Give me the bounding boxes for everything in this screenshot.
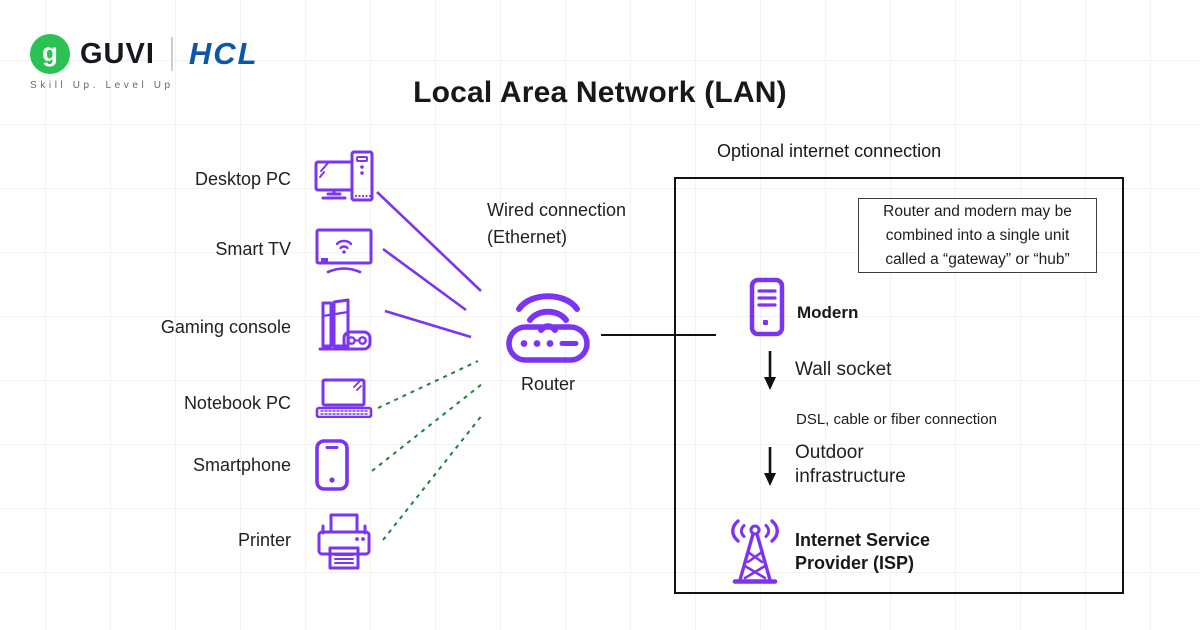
outdoor-infrastructure-label: Outdoor infrastructure [795, 441, 906, 489]
device-label-gaming-console: Gaming console [160, 317, 291, 337]
brand-tagline: Skill Up. Level Up [30, 80, 174, 91]
wall-socket-label: Wall socket [795, 359, 892, 380]
outdoor-line1: Outdoor [795, 442, 864, 463]
device-label-smart-tv: Smart TV [215, 239, 291, 259]
wired-connection-line1: Wired connection [487, 200, 627, 220]
device-label-desktop-pc: Desktop PC [194, 169, 291, 189]
internet-section-box [674, 177, 1124, 594]
wired-connection-line2: (Ethernet) [487, 227, 568, 247]
arrow-down-icon [764, 351, 776, 390]
gateway-note-line2: combined into a single unit [885, 226, 1070, 244]
smart-tv-icon [315, 228, 373, 274]
page-title: Local Area Network (LAN) [413, 76, 787, 109]
guvi-glyph: g [42, 37, 58, 67]
desktop-pc-icon [314, 150, 374, 202]
gaming-console-icon [318, 298, 372, 351]
wired-connection-label: Wired connection (Ethernet) [487, 197, 626, 251]
isp-line2: Provider (ISP) [795, 553, 915, 573]
printer-icon [317, 513, 371, 570]
isp-tower-icon [731, 519, 779, 584]
isp-line1: Internet Service [795, 530, 931, 550]
guvi-logo-icon: g [30, 34, 70, 74]
gateway-note-box: Router and modern may be combined into a… [858, 198, 1097, 273]
router-icon [506, 293, 590, 363]
brand-divider [170, 37, 173, 71]
outdoor-line2: infrastructure [795, 466, 906, 487]
hcl-logo: HCL [188, 36, 259, 71]
brand-header: g GUVI HCL Skill Up. Level Up [30, 34, 330, 91]
optional-internet-heading: Optional internet connection [717, 141, 942, 161]
wired-line-gaming-console [384, 309, 472, 339]
arrow-down-icon [764, 447, 776, 486]
modem-icon [749, 277, 785, 337]
device-label-smartphone: Smartphone [192, 455, 291, 475]
device-label-notebook-pc: Notebook PC [183, 393, 291, 413]
wireless-line-notebook-pc [377, 360, 479, 409]
wired-line-desktop-pc [376, 191, 482, 292]
smartphone-icon [315, 439, 349, 491]
dsl-connection-label: DSL, cable or fiber connection [796, 411, 997, 428]
guvi-wordmark: GUVI [80, 37, 155, 70]
wireless-line-smartphone [371, 383, 483, 472]
device-label-printer: Printer [237, 530, 291, 550]
gateway-note-line3: called a “gateway” or “hub” [885, 250, 1070, 268]
wired-line-smart-tv [382, 247, 467, 312]
router-label: Router [520, 374, 576, 394]
isp-label: Internet Service Provider (ISP) [795, 529, 930, 575]
modem-label: Modern [797, 303, 859, 322]
wireless-line-printer [382, 413, 484, 541]
notebook-pc-icon [315, 378, 373, 418]
gateway-note-line1: Router and modern may be [883, 202, 1072, 220]
